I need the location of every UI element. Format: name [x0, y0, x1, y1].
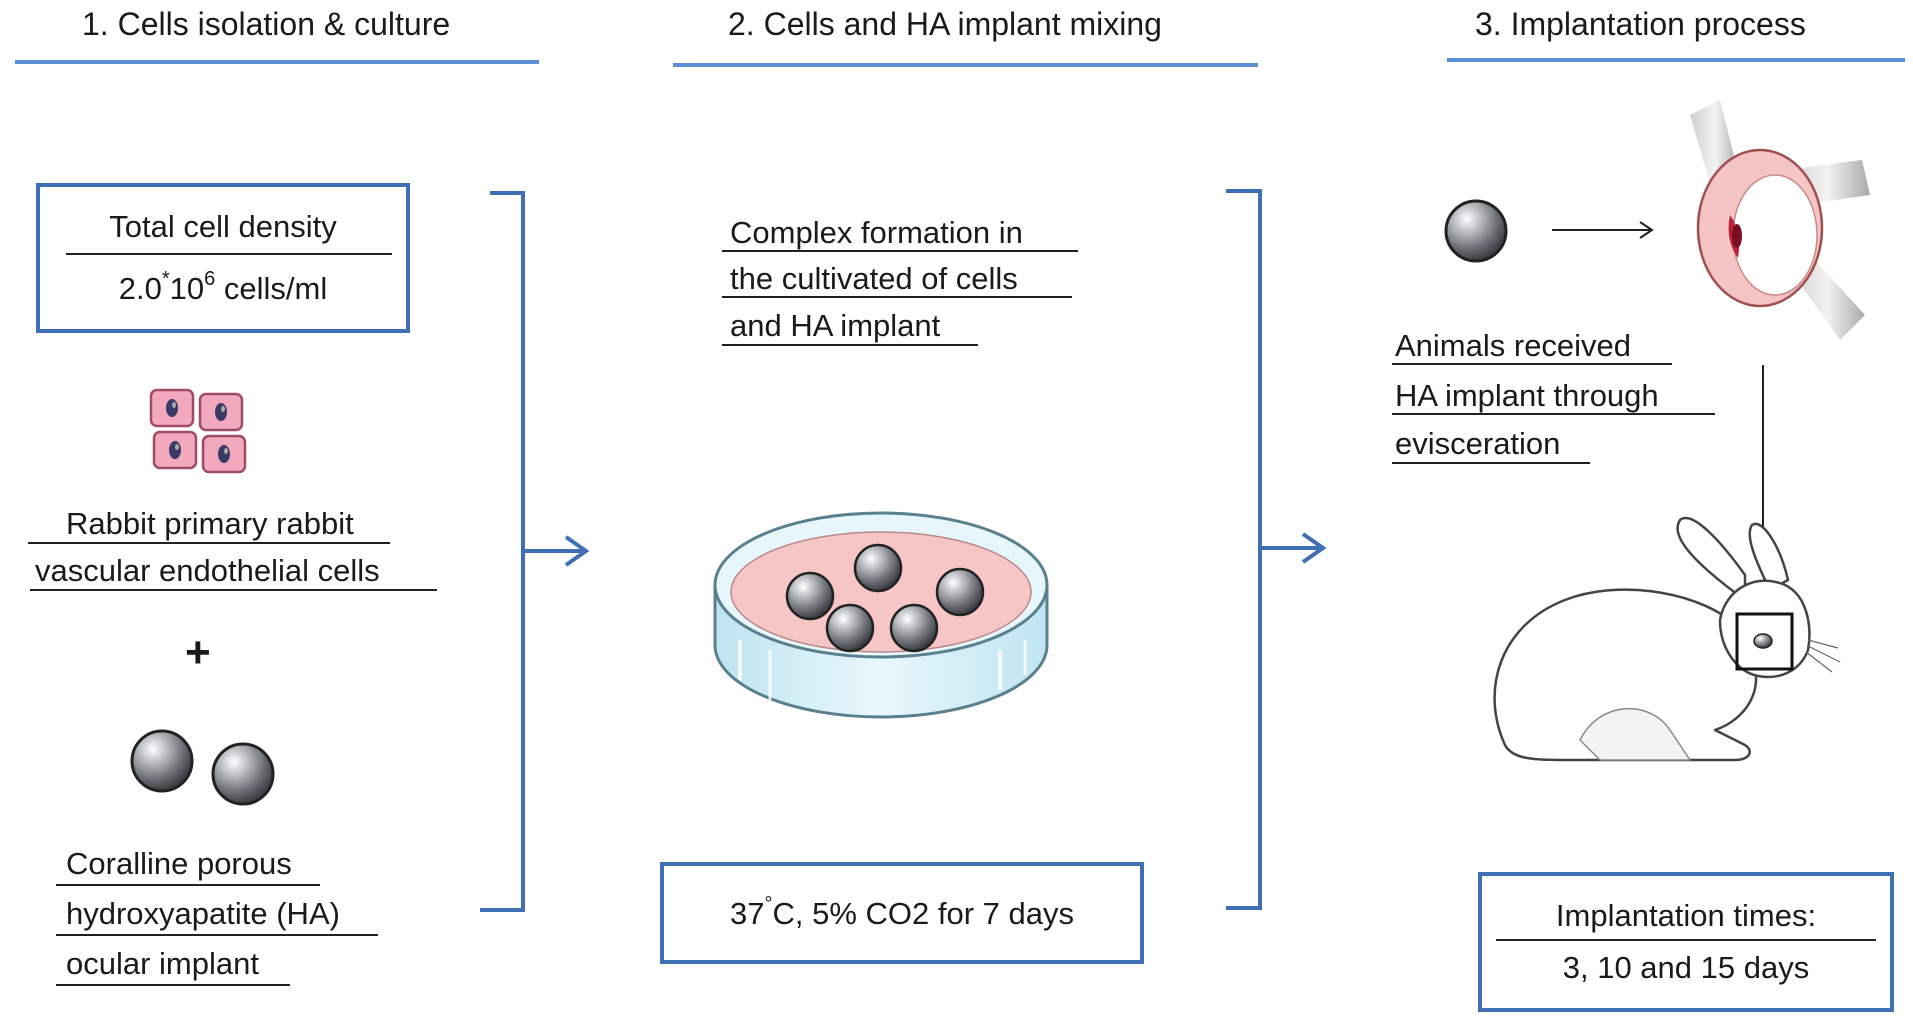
implant-label-underline1 [56, 884, 320, 886]
complex-label-line2: the cultivated of cells [730, 261, 1018, 296]
rabbit-eye-implant [1753, 633, 1773, 649]
density-exponent: 6 [204, 268, 216, 290]
complex-label-underline1 [722, 250, 1078, 252]
endothelial-cells-icon [149, 388, 247, 474]
implant-label-underline2 [56, 934, 378, 936]
cells-label-line2: vascular endothelial cells [35, 553, 380, 588]
animal-label-underline1 [1392, 363, 1672, 365]
eye-evisceration-icon [1690, 100, 1870, 340]
culture-conditions-box: 37°C, 5% CO2 for 7 days [660, 862, 1144, 964]
implant-label-line1: Coralline porous [66, 846, 292, 881]
culture-rest: C, 5% CO2 for 7 days [772, 896, 1074, 931]
culture-temp: 37 [730, 896, 765, 931]
animal-label-underline2 [1392, 413, 1715, 415]
implant-label-underline3 [56, 984, 290, 986]
implantation-times-value: 3, 10 and 15 days [1562, 950, 1810, 985]
step3-rule [1447, 58, 1905, 62]
cell-density-box: Total cell density 2.0*106 cells/ml [36, 183, 410, 333]
animal-label-line3: evisceration [1395, 426, 1561, 461]
cell-density-value: 2.0*106 cells/ml [40, 269, 406, 306]
step2-title: 2. Cells and HA implant mixing [728, 6, 1162, 42]
implantation-times-title: Implantation times: [1555, 898, 1817, 933]
complex-label-line1: Complex formation in [730, 215, 1023, 250]
culture-degree: ° [764, 893, 773, 915]
complex-label-line3: and HA implant [730, 308, 941, 343]
cell-density-divider [66, 253, 392, 255]
animal-label-underline3 [1392, 462, 1590, 464]
eye-highlight-box [1735, 612, 1794, 671]
cells-label-underline1 [28, 542, 390, 544]
complex-label-underline3 [722, 344, 978, 346]
step3-title: 3. Implantation process [1475, 6, 1806, 42]
ha-implant-balls-icon [130, 729, 275, 806]
cell-density-title: Total cell density [109, 209, 337, 244]
bracket-arrow-2 [1226, 189, 1327, 910]
arrow-to-eye [1552, 221, 1654, 239]
implant-label-line3: ocular implant [66, 946, 259, 981]
step1-title: 1. Cells isolation & culture [82, 6, 451, 42]
complex-label-underline2 [722, 296, 1072, 298]
implant-label-line2: hydroxyapatite (HA) [66, 896, 340, 931]
bracket-arrow-1 [480, 191, 590, 912]
implantation-times-box: Implantation times: 3, 10 and 15 days [1478, 872, 1894, 1012]
plus-sign: + [185, 628, 211, 677]
density-prefix: 2.0 [118, 271, 162, 306]
density-unit: cells/ml [215, 271, 328, 306]
culture-conditions-text: 37°C, 5% CO2 for 7 days [664, 894, 1140, 931]
implantation-times-divider [1496, 939, 1876, 941]
step2-rule [673, 63, 1258, 67]
rabbit-icon [1493, 516, 1841, 762]
density-star: * [161, 268, 170, 290]
petri-dish-icon [713, 511, 1049, 719]
density-base: 10 [169, 271, 205, 306]
ha-implant-ball-icon [1444, 199, 1508, 263]
cells-label-line1: Rabbit primary rabbit [66, 506, 354, 541]
animal-label-line1: Animals received [1395, 328, 1632, 363]
cells-label-underline2 [30, 589, 437, 591]
step1-rule [15, 60, 539, 64]
animal-label-line2: HA implant through [1395, 378, 1659, 413]
